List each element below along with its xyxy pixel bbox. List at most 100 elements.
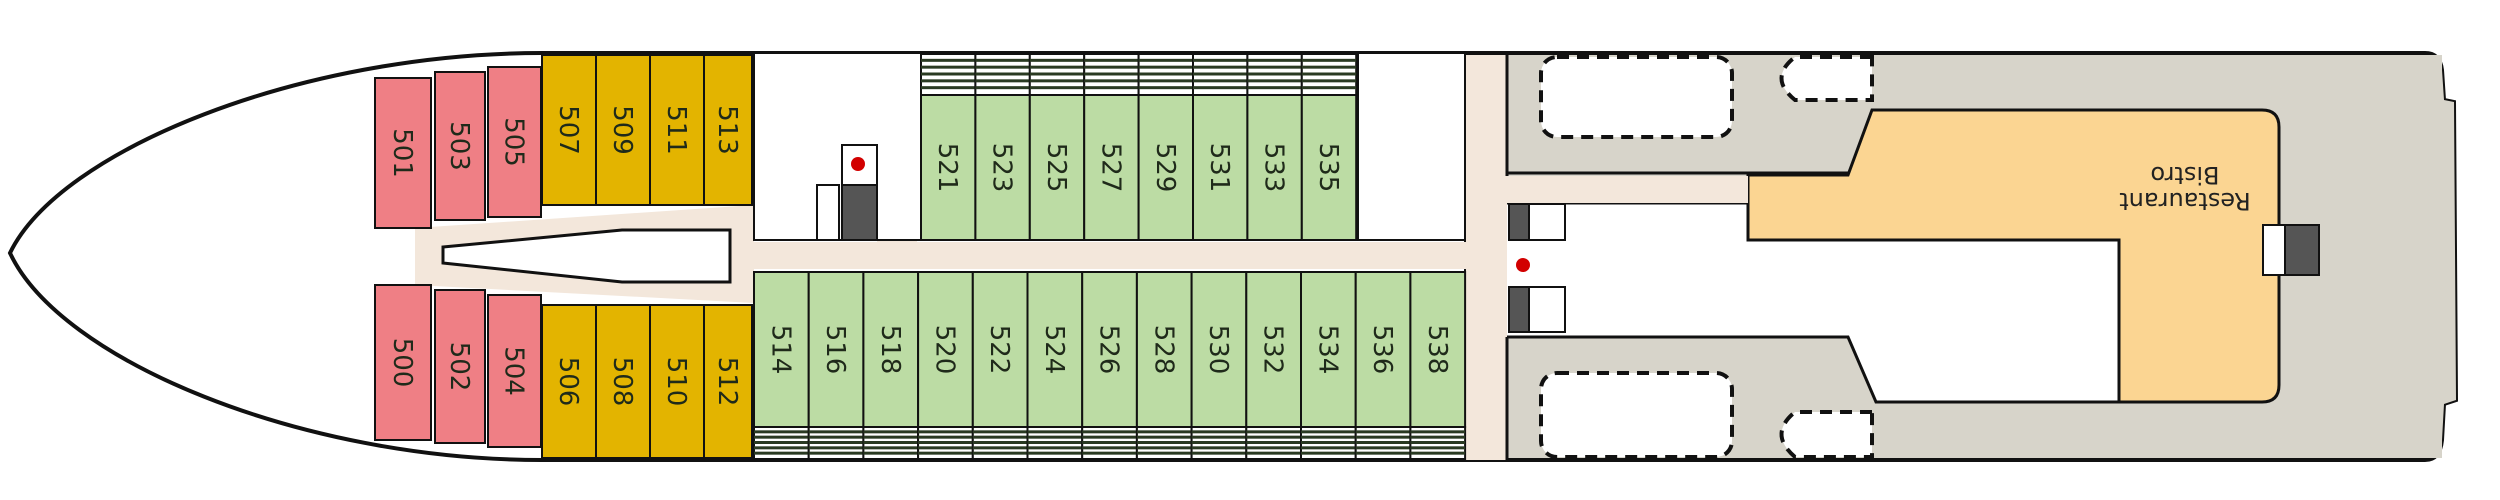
cabin-538[interactable]: 538 (1409, 271, 1467, 428)
balcony-rail (863, 451, 919, 455)
cabin-514[interactable]: 514 (753, 271, 810, 428)
cabin-number: 509 (607, 105, 637, 155)
cabin-524[interactable]: 524 (1026, 271, 1084, 428)
cabin-521[interactable]: 521 (920, 94, 977, 241)
cabin-510[interactable]: 510 (649, 304, 705, 459)
cabin-532[interactable]: 532 (1245, 271, 1303, 428)
cabin-504[interactable]: 504 (487, 294, 542, 448)
cabin-box[interactable] (487, 66, 542, 218)
balcony-rail (1247, 72, 1302, 76)
cabin-box[interactable] (971, 271, 1029, 428)
cabin-box[interactable] (541, 54, 597, 206)
cabin-512[interactable]: 512 (703, 304, 753, 459)
cabin-box[interactable] (1354, 271, 1412, 428)
balcony-rail (808, 441, 864, 444)
cabin-box[interactable] (541, 304, 597, 459)
cabin-box[interactable] (1300, 94, 1358, 241)
cabin-526[interactable]: 526 (1081, 271, 1138, 428)
cabin-number: 534 (1312, 325, 1342, 375)
cabin-number: 531 (1204, 143, 1234, 193)
cabin-box[interactable] (487, 294, 542, 448)
cabin-box[interactable] (1137, 94, 1194, 241)
cabin-box[interactable] (1190, 271, 1248, 428)
cabin-520[interactable]: 520 (917, 271, 974, 428)
cabin-box[interactable] (917, 271, 974, 428)
cabin-box[interactable] (703, 304, 753, 459)
cabin-box[interactable] (920, 94, 977, 241)
cabin-506[interactable]: 506 (541, 304, 597, 459)
cabin-508[interactable]: 508 (595, 304, 651, 459)
cabin-box[interactable] (1409, 271, 1467, 428)
cabin-509[interactable]: 509 (595, 54, 651, 206)
cabin-527[interactable]: 527 (1083, 94, 1140, 241)
balcony-rail (1355, 435, 1411, 439)
stairs-icon (1508, 286, 1530, 333)
cabin-525[interactable]: 525 (1028, 94, 1086, 241)
cabin-box[interactable] (807, 271, 865, 428)
cabin-box[interactable] (703, 54, 753, 206)
cabin-box[interactable] (434, 71, 486, 221)
balcony-rail (1193, 79, 1248, 83)
cabin-518[interactable]: 518 (862, 271, 920, 428)
balcony-rail (863, 441, 919, 444)
cabin-box[interactable] (374, 284, 432, 441)
cabin-531[interactable]: 531 (1192, 94, 1249, 241)
balcony (1246, 53, 1303, 96)
cabin-503[interactable]: 503 (434, 71, 486, 221)
cabin-box[interactable] (1246, 94, 1303, 241)
cabin-505[interactable]: 505 (487, 66, 542, 218)
balcony-rail (808, 451, 864, 455)
balcony-rail (1410, 446, 1466, 450)
cabin-500[interactable]: 500 (374, 284, 432, 441)
cabin-box[interactable] (1245, 271, 1303, 428)
balcony-rail (1301, 86, 1357, 90)
cabin-box[interactable] (1026, 271, 1084, 428)
balcony-rail (863, 446, 919, 450)
cabin-513[interactable]: 513 (703, 54, 753, 206)
cabin-507[interactable]: 507 (541, 54, 597, 206)
cabin-number: 514 (765, 325, 795, 375)
balcony-rail (975, 79, 1030, 83)
cabin-box[interactable] (1028, 94, 1086, 241)
cabin-number: 524 (1039, 325, 1069, 375)
cabin-511[interactable]: 511 (649, 54, 705, 206)
stairs-icon (2284, 224, 2320, 276)
cabin-box[interactable] (1083, 94, 1140, 241)
cabin-502[interactable]: 502 (434, 289, 486, 444)
cabin-box[interactable] (1300, 271, 1357, 428)
balcony-rail (754, 441, 809, 444)
balcony-rail (1191, 435, 1247, 439)
cabin-536[interactable]: 536 (1354, 271, 1412, 428)
cabin-533[interactable]: 533 (1246, 94, 1303, 241)
cabin-523[interactable]: 523 (974, 94, 1031, 241)
balcony (920, 53, 977, 96)
cabin-522[interactable]: 522 (971, 271, 1029, 428)
cabin-534[interactable]: 534 (1300, 271, 1357, 428)
cabin-number: 513 (712, 105, 742, 155)
balcony-rail (1029, 58, 1085, 62)
balcony-rail (1193, 58, 1248, 62)
balcony-rail (1410, 435, 1466, 439)
cabin-501[interactable]: 501 (374, 77, 432, 229)
cabin-box[interactable] (434, 289, 486, 444)
balcony-rail (754, 446, 809, 450)
bistro-restaurant-area[interactable] (1746, 108, 2281, 404)
cabin-number: 511 (661, 105, 691, 155)
cabin-box[interactable] (374, 77, 432, 229)
cabin-535[interactable]: 535 (1300, 94, 1358, 241)
cabin-box[interactable] (1081, 271, 1138, 428)
cabin-516[interactable]: 516 (807, 271, 865, 428)
elevator-dot-icon (1516, 258, 1530, 272)
cabin-box[interactable] (649, 304, 705, 459)
venue-label-line1: Bistro (2150, 161, 2219, 189)
cabin-530[interactable]: 530 (1190, 271, 1248, 428)
cabin-528[interactable]: 528 (1135, 271, 1193, 428)
balcony-rail (1084, 58, 1139, 62)
cabin-number: 505 (499, 117, 529, 167)
cabin-529[interactable]: 529 (1137, 94, 1194, 241)
cabin-box[interactable] (862, 271, 920, 428)
cabin-box[interactable] (974, 94, 1031, 241)
balcony (1409, 426, 1467, 460)
